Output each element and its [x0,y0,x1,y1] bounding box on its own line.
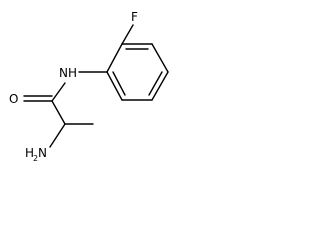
amine-n-label: N [38,146,47,160]
molecule-diagram: F NH O H 2 N [9,10,169,163]
ring-bond-2 [151,43,169,73]
ring-double-bond-3 [112,71,126,96]
ring-bond-6 [106,43,123,73]
amine-subscript-label: 2 [33,154,38,163]
amide-nitrogen-label: NH [59,66,77,80]
oxygen-label: O [9,92,18,106]
alpha-amine-bond [49,123,66,148]
ring-bond-3 [151,71,169,101]
n-carbonyl-bond [51,82,66,102]
amine-h-label: H [25,146,34,160]
amine-label: H 2 N [25,146,47,163]
ring-bond-5 [106,71,123,101]
carbonyl-alpha-bond [51,100,66,125]
ring-double-bond-2 [148,71,163,96]
benzene-ring [106,43,169,101]
c-f-bond [121,24,134,45]
fluorine-label: F [131,10,138,24]
